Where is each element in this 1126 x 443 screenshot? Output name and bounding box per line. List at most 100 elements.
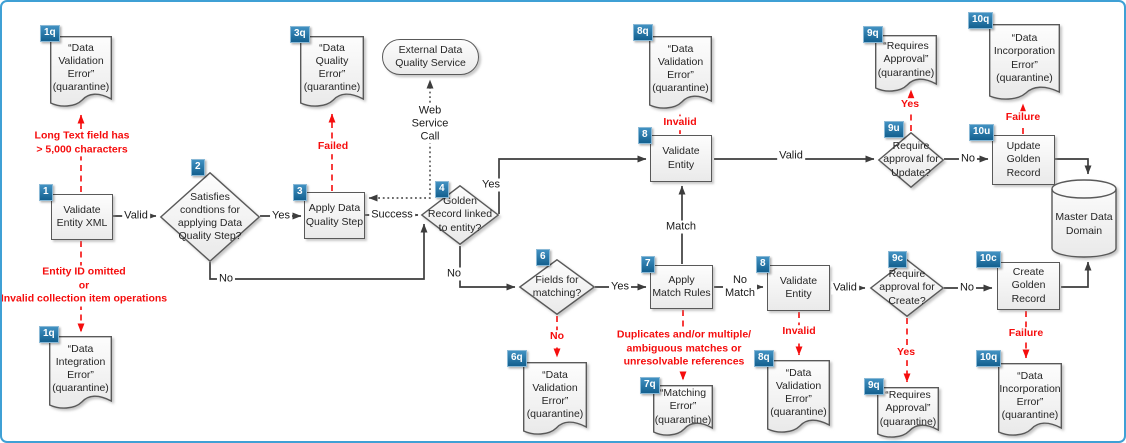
- document-label: “Data Integration Error” (quarantine): [52, 342, 109, 395]
- document-label: “Matching Error” (quarantine): [654, 387, 712, 426]
- document-shape: [50, 36, 112, 107]
- document-data-validation-error-8q-bottom: “Data Validation Error” (quarantine) 8q: [754, 350, 830, 434]
- datastore-label: Master Data Domain: [1055, 211, 1113, 237]
- decision-satisfies-conditions: Satisfies condtions for applying Data Qu…: [159, 159, 261, 263]
- step-badge: 9q: [863, 26, 883, 43]
- error-note-duplicates: Duplicates and/or multiple/ ambiguous ma…: [614, 328, 754, 370]
- document-shape: [49, 336, 112, 409]
- decision-golden-record-linked: Golden Record linked to entity? 4: [420, 181, 500, 246]
- step-badge: 3: [293, 184, 307, 201]
- process-apply-match-rules: Apply Match Rules 7: [641, 256, 713, 309]
- process-validate-entity-create: Validate Entity 8: [756, 256, 830, 311]
- error-note-no: No: [548, 330, 566, 344]
- edge-10u-to-datastore: [1055, 158, 1092, 175]
- document-data-quality-error-3q: “Data Quality Error” (quarantine) 3q: [290, 26, 364, 108]
- step-badge: 10q: [968, 12, 994, 29]
- step-badge: 10q: [976, 350, 1002, 367]
- step-badge: 9u: [884, 121, 904, 138]
- edge-label-yes: Yes: [270, 209, 292, 223]
- edge-label-no-match: No Match: [723, 274, 757, 300]
- process-validate-entity-xml: Validate Entity XML 1: [39, 184, 113, 240]
- document-label: “Data Incorporation Error” (quarantine): [993, 32, 1056, 84]
- step-badge: 1: [39, 184, 53, 201]
- document-shape: [300, 36, 364, 107]
- process-update-golden-record: Update Golden Record 10u: [969, 124, 1055, 185]
- edge-label-match: Match: [664, 220, 698, 234]
- document-label: “Requires Approval” (quarantine): [879, 389, 937, 428]
- document-shape: [989, 24, 1060, 100]
- decision-shape: [877, 131, 945, 189]
- document-requires-approval-9q-update: “Requires Approval” (quarantine) 9q: [863, 26, 937, 93]
- document-label: “Data Validation Error” (quarantine): [652, 42, 709, 95]
- document-data-incorporation-error-10q-update: “Data Incorporation Error” (quarantine) …: [968, 12, 1060, 101]
- process-label: Apply Match Rules: [652, 273, 711, 299]
- step-badge: 6: [536, 249, 550, 266]
- decision-require-approval-create: Require approval for Create? 9c: [869, 251, 945, 318]
- document-data-validation-error-8q-top: “Data Validation Error” (quarantine) 8q: [633, 24, 712, 110]
- decision-shape: [518, 258, 596, 316]
- process-label: Update Golden Record: [1006, 140, 1041, 179]
- datastore-master-data-domain: Master Data Domain: [1051, 179, 1117, 258]
- error-note-long-text: Long Text field has > 5,000 characters: [32, 129, 132, 157]
- edge-no-4-to-6: [459, 246, 516, 291]
- error-note-entity-id: Entity ID omitted or Invalid collection …: [0, 265, 170, 307]
- process-label: Validate Entity XML: [56, 203, 108, 229]
- terminator-label: External Data Quality Service: [395, 43, 466, 69]
- document-label: “Data Quality Error” (quarantine): [303, 41, 361, 94]
- process-label: Create Golden Record: [1011, 266, 1046, 305]
- edge-label-web-service-call: Web Service Call: [409, 104, 451, 144]
- document-data-integration-error-1q: “Data Integration Error” (quarantine) 1q: [39, 326, 112, 410]
- decision-shape: [420, 184, 500, 246]
- edge-no-2-to-4: [209, 223, 428, 280]
- process-validate-entity-update: Validate Entity 8: [638, 127, 712, 182]
- process-label: Validate Entity: [779, 274, 818, 300]
- edge-label-valid: Valid: [777, 149, 805, 163]
- error-note-invalid: Invalid: [661, 116, 699, 130]
- step-badge: 7q: [640, 377, 660, 394]
- error-note-yes: Yes: [898, 98, 922, 112]
- edge-label-no: No: [958, 152, 978, 166]
- step-badge: 9c: [888, 251, 908, 268]
- process-label: Apply Data Quality Step: [305, 202, 364, 228]
- edge-yes-4-to-8: [498, 155, 647, 214]
- decision-require-approval-update: Require approval for Update? 9u: [877, 121, 945, 189]
- decision-label: Fields for matching?: [532, 273, 582, 299]
- error-note-failure: Failure: [1003, 111, 1043, 125]
- step-badge: 9q: [864, 378, 884, 395]
- step-badge: 10c: [976, 251, 1001, 268]
- document-data-incorporation-error-10q-create: “Data Incorporation Error” (quarantine) …: [976, 350, 1062, 437]
- document-shape: [877, 387, 939, 438]
- error-note-failed: Failed: [315, 140, 351, 154]
- document-matching-error-7q: “Matching Error” (quarantine) 7q: [640, 377, 713, 437]
- terminator-external-data-quality-service: External Data Quality Service: [382, 39, 479, 75]
- edge-label-yes: Yes: [609, 280, 631, 294]
- process-label: Validate Entity: [662, 145, 700, 171]
- document-label: “Data Validation Error” (quarantine): [52, 41, 110, 94]
- step-badge: 1q: [39, 326, 59, 343]
- document-shape: [767, 360, 830, 433]
- document-data-validation-error-6q: “Data Validation Error” (quarantine) 6q: [507, 350, 587, 436]
- decision-shape: [159, 171, 261, 263]
- document-label: “Requires Approval” (quarantine): [877, 40, 935, 79]
- document-shape: [653, 385, 713, 436]
- edge-label-success: Success: [369, 208, 415, 222]
- cylinder-shape: [1051, 179, 1117, 258]
- decision-shape: [869, 258, 945, 318]
- error-note-yes: Yes: [894, 346, 918, 360]
- step-badge: 7: [641, 256, 655, 273]
- step-badge: 8q: [633, 24, 653, 41]
- edge-10c-to-datastore: [1061, 261, 1092, 288]
- edge-label-no: No: [444, 267, 464, 281]
- edge-label-yes: Yes: [480, 178, 502, 192]
- error-note-invalid: Invalid: [780, 325, 818, 339]
- edge-label-valid: Valid: [122, 209, 150, 223]
- step-badge: 10u: [969, 124, 995, 141]
- edge-label-valid: Valid: [831, 281, 859, 295]
- document-shape: [875, 35, 937, 92]
- document-label: “Data Incorporation Error” (quarantine): [999, 369, 1061, 422]
- edge-label-no: No: [957, 281, 977, 295]
- step-badge: 4: [435, 181, 449, 198]
- step-badge: 8: [756, 256, 770, 273]
- decision-label: Require approval for Update?: [883, 140, 939, 179]
